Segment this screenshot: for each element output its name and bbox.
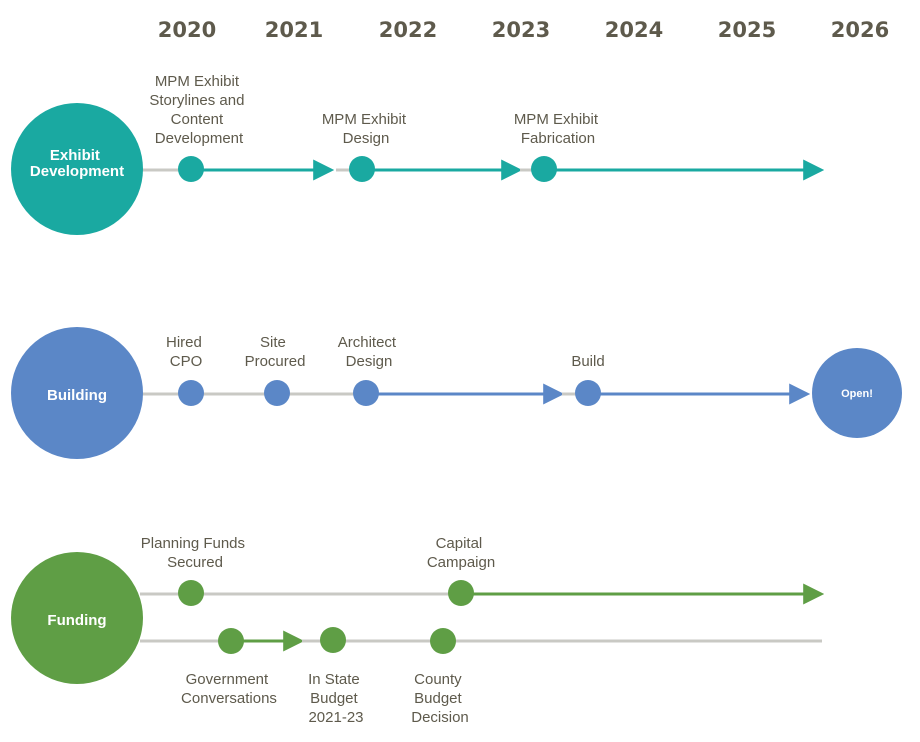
year-2021: 2021: [265, 18, 323, 42]
funding-track-title: Funding: [47, 612, 106, 629]
funding-track-circle: [11, 552, 143, 684]
milestone-planning-funds-label: Planning Funds Secured: [141, 535, 249, 571]
funding-track: Funding Planning Funds Secured Capital C…: [11, 535, 825, 726]
milestone-build-label: Build: [571, 353, 604, 370]
year-2025: 2025: [718, 18, 776, 42]
milestone-state-budget: [320, 627, 346, 653]
milestone-county-budget-label: County Budget Decision: [411, 671, 469, 726]
milestone-site-procured-label: Site Procured: [245, 334, 306, 370]
year-2023: 2023: [492, 18, 550, 42]
year-header: 2020 2021 2022 2023 2024 2025 2026: [158, 18, 889, 42]
year-2020: 2020: [158, 18, 216, 42]
milestone-storylines-label: MPM Exhibit Storylines and Content Devel…: [149, 73, 248, 147]
milestone-fabrication: [531, 156, 557, 182]
open-circle: [812, 348, 902, 438]
milestone-architect-design-label: Architect Design: [338, 334, 401, 370]
milestone-site-procured: [264, 380, 290, 406]
milestone-exhibit-design: [349, 156, 375, 182]
open-label: Open!: [841, 388, 873, 400]
milestone-exhibit-design-label: MPM Exhibit Design: [322, 111, 410, 147]
year-2022: 2022: [379, 18, 437, 42]
building-track-circle: [11, 327, 143, 459]
exhibit-track: Exhibit Development MPM Exhibit Storylin…: [11, 73, 825, 235]
milestone-state-budget-label: In State Budget 2021-23: [308, 671, 364, 726]
milestone-capital-campaign-label: Capital Campaign: [427, 535, 495, 571]
milestone-architect-design: [353, 380, 379, 406]
exhibit-track-circle: [11, 103, 143, 235]
milestone-planning-funds: [178, 580, 204, 606]
milestone-fabrication-label: MPM Exhibit Fabrication: [514, 111, 602, 147]
milestone-hired-cpo: [178, 380, 204, 406]
building-track-title: Building: [47, 387, 107, 404]
milestone-government-conversations: [218, 628, 244, 654]
milestone-capital-campaign: [448, 580, 474, 606]
milestone-hired-cpo-label: Hired CPO: [166, 334, 206, 370]
milestone-build: [575, 380, 601, 406]
milestone-county-budget: [430, 628, 456, 654]
milestone-storylines: [178, 156, 204, 182]
year-2026: 2026: [831, 18, 889, 42]
building-track: Building Hired CPO Site Procured Archite…: [11, 327, 902, 459]
year-2024: 2024: [605, 18, 663, 42]
milestone-government-conversations-label: Government Conversations: [181, 671, 277, 707]
exhibit-track-title: Exhibit Development: [30, 147, 124, 180]
